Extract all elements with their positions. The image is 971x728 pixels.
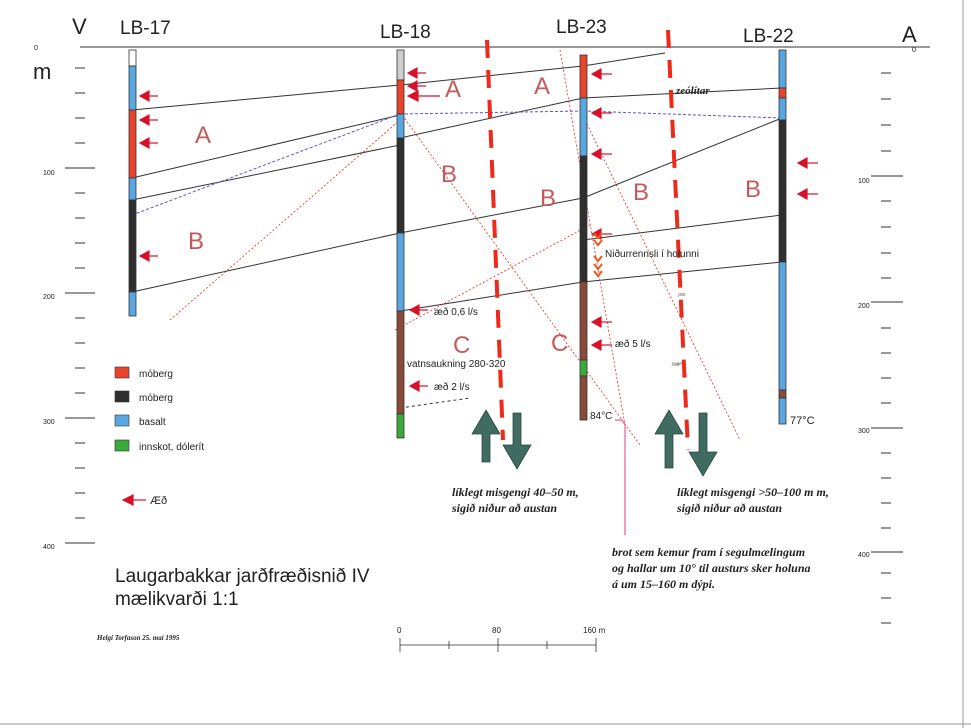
well-column-lb23 (579, 54, 588, 421)
legend-swatch-basalt (114, 414, 130, 427)
aquifer-arrow (408, 303, 428, 317)
scale-tick-0: 0 (397, 626, 402, 635)
label-aed-06: æð 0,6 l/s (434, 306, 478, 318)
right-depth-200: 200 (858, 303, 870, 310)
label-small-2: ygge (671, 362, 682, 367)
note-fault2-line1: líklegt misgengi >50–100 m m, (677, 485, 829, 499)
aquifer-arrow (590, 315, 612, 329)
well-column-lb17 (128, 49, 137, 317)
depth-unit: m (33, 59, 51, 84)
note-fault1-line1: líklegt misgengi 40–50 m, (452, 485, 579, 499)
aquifer-arrow (590, 338, 612, 352)
label-temp-lb23: 84°C (590, 411, 612, 422)
aquifer-arrow (138, 136, 158, 150)
well-label-lb17: LB-17 (120, 18, 171, 39)
legend-label-intrusion: innskot, dólerít (139, 442, 204, 453)
aquifer-arrow (406, 66, 426, 80)
right-depth-ticks (871, 72, 903, 624)
well-column-lb22 (778, 49, 787, 425)
left-depth-300: 300 (43, 419, 55, 426)
unit-label-b-lb23: B (540, 185, 556, 212)
note-brot-line1: brot sem kemur fram í segulmælingum (612, 545, 805, 559)
well-label-lb23: LB-23 (556, 17, 607, 38)
unit-label-b-east: B (633, 179, 649, 206)
left-depth-100: 100 (43, 170, 55, 177)
aquifer-arrow (590, 147, 612, 161)
well-label-lb22: LB-22 (743, 26, 794, 47)
aquifer-arrow (138, 113, 158, 127)
depth-zero-left: 0 (34, 45, 38, 52)
aquifer-arrow (796, 156, 818, 170)
unit-label-b-lb18: B (441, 161, 457, 188)
note-fault2-line2: sigið niður að austan (676, 501, 782, 515)
scale-tick-80: 80 (492, 626, 501, 635)
legend-swatch-intrusion (114, 439, 130, 452)
fault-arrow-east-down (688, 412, 718, 477)
aquifer-arrow (590, 67, 612, 81)
fault-arrow-west-up (471, 409, 501, 463)
depth-zero-right: 0 (912, 47, 916, 54)
title-line1: Laugarbakkar jarðfræðisnið IV (115, 566, 370, 587)
aquifer-arrows (138, 66, 818, 393)
unit-label-a-lb18: A (445, 76, 461, 103)
unit-label-b-lb17: B (188, 228, 204, 255)
note-brot-line2: og hallar um 10° til austurs sker holuna (612, 561, 811, 575)
fault-line-west (485, 39, 505, 441)
fault-arrow-west-down (502, 412, 532, 470)
unit-label-a-lb17: A (195, 122, 211, 149)
right-depth-100: 100 (858, 178, 870, 185)
aquifer-arrow (796, 187, 818, 201)
layer-boundaries (131, 52, 783, 409)
fault-projection-lines (169, 49, 741, 446)
well-label-lb18: LB-18 (380, 22, 431, 43)
aquifer-arrow (406, 90, 440, 102)
fault-arrow-east-up (654, 409, 684, 469)
west-label: V (72, 14, 87, 39)
unit-label-a-lb23: A (534, 73, 550, 100)
left-depth-ticks (65, 67, 95, 544)
unit-label-c-lb18: C (453, 332, 470, 359)
label-aed-5: æð 5 l/s (615, 338, 651, 350)
legend: móberg móberg basalt innskot, dólerít Æð (114, 366, 204, 507)
right-depth-300: 300 (858, 428, 870, 435)
left-depth-400: 400 (43, 544, 55, 551)
downflow-chevrons (593, 232, 603, 278)
legend-swatch-mober-black (114, 390, 130, 403)
aquifer-arrow (138, 249, 158, 263)
aquifer-arrow (406, 79, 426, 93)
label-temp-lb22: 77°C (790, 415, 815, 427)
east-label: A (902, 22, 917, 47)
legend-label-basalt: basalt (139, 417, 166, 428)
legend-swatch-mober-red (114, 366, 130, 379)
well-column-lb18 (396, 49, 405, 439)
legend-label-mober-red: móberg (139, 369, 173, 380)
unit-label-b-lb22: B (745, 176, 761, 203)
legend-arrow-icon (121, 494, 146, 506)
unit-label-c-lb23: C (551, 330, 568, 357)
label-small-1: ytre (677, 293, 686, 298)
brot-connector-line (615, 419, 626, 535)
legend-label-mober-black: móberg (139, 393, 173, 404)
note-fault1-line2: sigið niður að austan (451, 501, 557, 515)
aquifer-arrow (138, 89, 158, 103)
scale-bar (399, 638, 597, 652)
aquifer-arrow (408, 379, 428, 393)
aquifer-arrow (590, 106, 612, 120)
label-nidurrennsli: Niðurrennsli í holunni (605, 248, 699, 260)
legend-arrow-label: Æð (150, 495, 167, 507)
label-aed-2: æð 2 l/s (434, 381, 470, 393)
label-vatnsaukning: vatnsaukning 280-320 (407, 359, 506, 370)
label-zeolitar: zeólítar (675, 85, 710, 97)
note-brot-line3: á um 15–160 m dýpi. (612, 577, 715, 591)
fault-line-east (666, 29, 690, 451)
left-depth-200: 200 (43, 294, 55, 301)
title-line2: mælikvarði 1:1 (115, 589, 239, 610)
scale-tick-160: 160 m (583, 626, 606, 635)
signature: Helgi Torfason 25. maí 1995 (96, 634, 180, 642)
right-depth-400: 400 (858, 552, 870, 559)
